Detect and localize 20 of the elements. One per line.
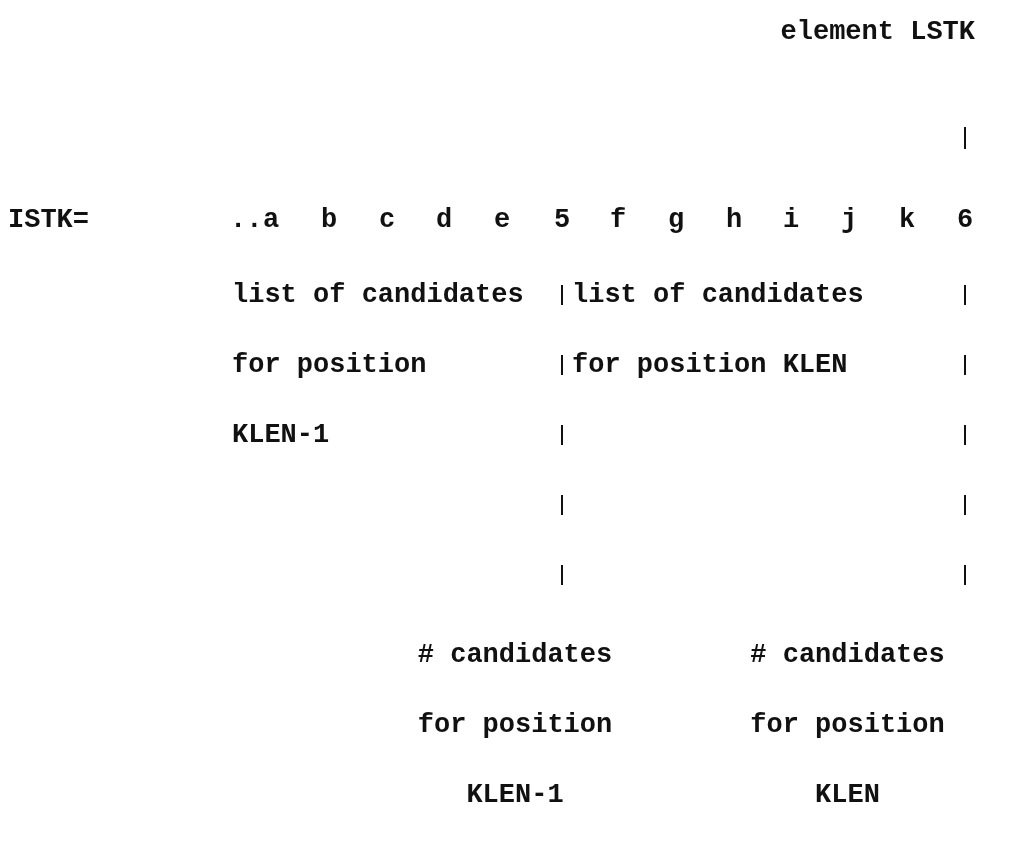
sequence-value: h: [724, 204, 744, 237]
sequence-value: 5: [547, 200, 577, 240]
count-caption: # candidates for position KLEN: [720, 620, 975, 830]
sequence-value: b: [319, 204, 339, 237]
element-label: element LSTK: [745, 12, 975, 52]
array-name: ISTK=: [8, 204, 90, 237]
sequence-value: j: [839, 204, 859, 237]
sequence-value: e: [492, 204, 512, 237]
list-caption: list of candidates for position KLEN: [572, 279, 865, 382]
sequence-value: g: [666, 204, 686, 237]
sequence-value: a: [261, 204, 281, 237]
sequence-value: c: [377, 204, 397, 237]
sequence-value: k: [897, 204, 917, 237]
count-caption: # candidates for position KLEN-1: [413, 620, 617, 830]
sequence-value: ..: [230, 204, 264, 237]
sequence-value: i: [781, 204, 801, 237]
sequence-value: f: [608, 204, 628, 237]
list-caption: list of candidates for position KLEN-1: [232, 279, 525, 452]
sequence-value: d: [434, 204, 454, 237]
sequence-value: 6: [950, 200, 980, 240]
